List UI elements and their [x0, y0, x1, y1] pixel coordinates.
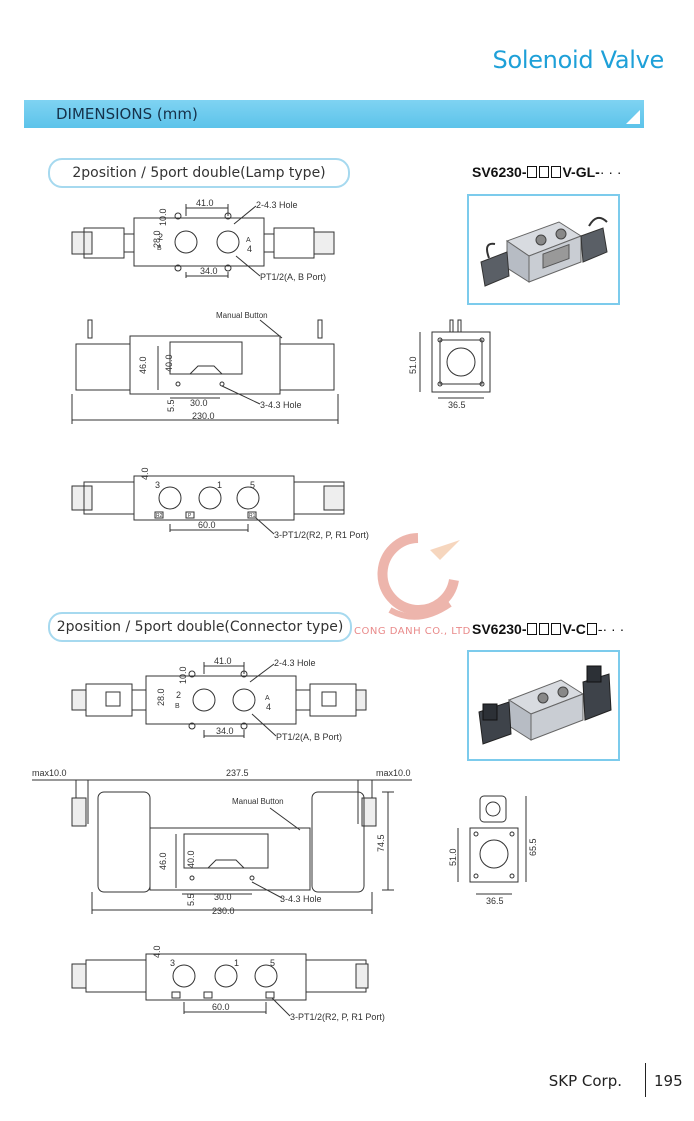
dim-label: 3-4.3 Hole	[280, 894, 322, 904]
model-blank-box	[539, 623, 550, 635]
lamp-valve-illustration	[480, 216, 608, 287]
port-label: 1	[234, 958, 239, 968]
footer-company: SKP Corp.	[548, 1072, 622, 1090]
manual-button-label: Manual Button	[216, 311, 268, 320]
dim-label: 74.5	[376, 834, 386, 852]
dim-label: 3-PT1/2(R2, P, R1 Port)	[290, 1012, 385, 1022]
lamp-top-view-drawing: 41.0 34.0 2-4.3 Hole PT1/2(A, B Port) 28…	[71, 198, 335, 282]
port-label: 1	[217, 480, 222, 490]
dim-label: 40.0	[164, 354, 174, 372]
dim-label: 4.0	[152, 945, 162, 958]
dim-label: 3-PT1/2(R2, P, R1 Port)	[274, 530, 369, 540]
watermark-text: CONG DANH CO., LTD	[354, 626, 471, 637]
connector-bottom-view-drawing: 4.0 3 1 5 60.0 3-PT1/2(R2, P, R1 Port)	[71, 945, 385, 1022]
lamp-heading: 2position / 5port double(Lamp type)	[48, 158, 350, 188]
dim-label: 30.0	[190, 398, 208, 408]
dim-label: 28.0	[156, 688, 166, 706]
footer-divider	[645, 1063, 646, 1097]
dim-label: 230.0	[212, 906, 235, 916]
model-blank-box	[551, 623, 562, 635]
dim-label: 5.5	[186, 893, 196, 906]
connector-model-code: SV6230- V-C -· · ·	[472, 621, 624, 637]
lamp-end-view-drawing: 51.0 36.5	[408, 319, 491, 410]
model-blank-box	[551, 166, 562, 178]
manual-button-label: Manual Button	[232, 797, 284, 806]
dim-label: 40.0	[186, 850, 196, 868]
connector-model-suffix: -· · ·	[597, 621, 625, 637]
port-label: 3	[155, 480, 160, 490]
port-label: 2	[158, 232, 163, 242]
port-label: 3	[170, 958, 175, 968]
dim-label: 46.0	[158, 852, 168, 870]
model-blank-box	[527, 623, 538, 635]
dim-label: PT1/2(A, B Port)	[260, 272, 326, 282]
lamp-product-photo	[467, 194, 620, 305]
dim-label: 65.5	[528, 838, 538, 856]
dim-label: 34.0	[216, 726, 234, 736]
section-bar: DIMENSIONS (mm)	[24, 100, 644, 128]
dim-label: 4.0	[140, 467, 150, 480]
dim-label: max10.0	[376, 768, 411, 778]
connector-model-mid: V-C	[562, 621, 586, 637]
dim-label: 34.0	[200, 266, 218, 276]
dim-label: 230.0	[192, 411, 215, 421]
model-blank-box	[586, 623, 597, 635]
port-letter: B	[175, 703, 180, 710]
corner-notch-icon	[626, 110, 640, 124]
dim-label: 51.0	[448, 848, 458, 866]
port-letter: B	[157, 245, 162, 252]
dim-label: 41.0	[214, 656, 232, 666]
lamp-side-view-drawing: Manual Button 46.0 40.0 30.0 5.5 3-4.3 H…	[71, 311, 339, 424]
connector-top-view-drawing: 41.0 34.0 2-4.3 Hole PT1/2(A, B Port) 28…	[71, 656, 367, 742]
dim-label: PT1/2(A, B Port)	[276, 732, 342, 742]
port-letter: A	[265, 695, 270, 702]
port-letter: R2	[156, 513, 163, 519]
dim-label: 46.0	[138, 356, 148, 374]
lamp-bottom-view-drawing: 4.0 3 1 5 60.0 3-PT1/2(R2, P, R1 Port) R…	[71, 467, 369, 540]
lamp-model-suffix: · · ·	[599, 164, 622, 180]
port-label: 5	[270, 958, 275, 968]
connector-product-photo	[467, 650, 620, 761]
dim-label: 60.0	[212, 1002, 230, 1012]
model-blank-box	[539, 166, 550, 178]
lamp-model-mid: V-GL-	[562, 164, 600, 180]
dim-label: 36.5	[448, 400, 466, 410]
dim-label: max10.0	[32, 768, 67, 778]
port-letter: P	[188, 513, 192, 519]
dim-label: 2-4.3 Hole	[256, 200, 298, 210]
dim-label: 10.0	[178, 666, 188, 684]
dim-label: 237.5	[226, 768, 249, 778]
port-letter: R1	[249, 513, 256, 519]
section-title: DIMENSIONS (mm)	[56, 105, 198, 123]
dim-label: 41.0	[196, 198, 214, 208]
dim-label: 30.0	[214, 892, 232, 902]
connector-side-view-drawing: max10.0 237.5 max10.0 Manual Button 46.0…	[32, 768, 412, 916]
dim-label: 10.0	[158, 208, 168, 226]
connector-end-view-drawing: 51.0 65.5 36.5	[448, 795, 538, 906]
connector-model-prefix: SV6230-	[472, 621, 527, 637]
page-title: Solenoid Valve	[492, 46, 665, 74]
port-label: 4	[266, 702, 271, 712]
dim-label: 51.0	[408, 356, 418, 374]
watermark-logo-icon	[377, 533, 460, 620]
model-blank-box	[527, 166, 538, 178]
port-letter: A	[246, 237, 251, 244]
connector-valve-illustration	[478, 665, 612, 745]
connector-heading-text: 2position / 5port double(Connector type)	[56, 619, 344, 635]
lamp-model-code: SV6230- V-GL-· · ·	[472, 164, 622, 180]
dim-label: 3-4.3 Hole	[260, 400, 302, 410]
port-label: 5	[250, 480, 255, 490]
dim-label: 2-4.3 Hole	[274, 658, 316, 668]
port-label: 2	[176, 690, 181, 700]
connector-heading: 2position / 5port double(Connector type)	[48, 612, 352, 642]
port-label: 4	[247, 244, 252, 254]
dim-label: 60.0	[198, 520, 216, 530]
lamp-heading-text: 2position / 5port double(Lamp type)	[72, 165, 326, 181]
lamp-model-prefix: SV6230-	[472, 164, 527, 180]
page-number: 195	[654, 1072, 683, 1090]
dim-label: 36.5	[486, 896, 504, 906]
dim-label: 28.0	[152, 230, 162, 248]
dim-label: 5.5	[166, 399, 176, 412]
